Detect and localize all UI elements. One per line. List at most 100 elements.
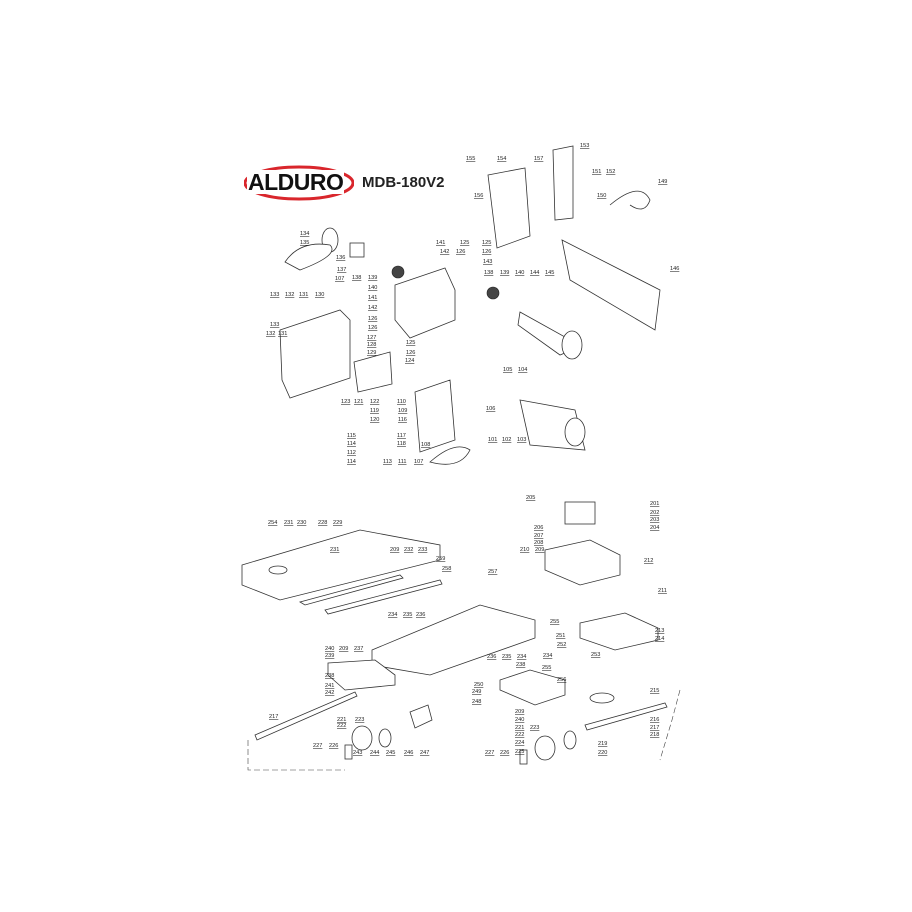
callout-209: 209 <box>535 547 544 553</box>
callout-107: 107 <box>335 276 344 282</box>
callout-246: 246 <box>404 750 413 756</box>
chip-guard <box>561 239 661 331</box>
callout-144: 144 <box>530 270 539 276</box>
callout-207: 207 <box>534 533 543 539</box>
callout-118: 118 <box>397 441 406 447</box>
callout-129: 129 <box>367 350 376 356</box>
logo-swoosh <box>243 165 355 201</box>
callout-101: 101 <box>488 437 497 443</box>
motor-end <box>564 417 586 447</box>
callout-209: 209 <box>390 547 399 553</box>
handle-right <box>519 749 528 765</box>
callout-203: 203 <box>650 517 659 523</box>
callout-126: 126 <box>368 316 377 322</box>
callout-236: 236 <box>487 654 496 660</box>
callout-127: 127 <box>367 335 376 341</box>
callout-223: 223 <box>530 725 539 731</box>
callout-126: 126 <box>406 350 415 356</box>
handle-left <box>344 744 353 760</box>
callout-221: 221 <box>337 717 346 723</box>
callout-109: 109 <box>398 408 407 414</box>
callout-257: 257 <box>488 569 497 575</box>
callout-238: 238 <box>516 662 525 668</box>
callout-250: 250 <box>474 682 483 688</box>
callout-219: 219 <box>598 741 607 747</box>
callout-209: 209 <box>339 646 348 652</box>
tool-post <box>564 501 596 525</box>
callout-213: 213 <box>655 628 664 634</box>
callout-233: 233 <box>418 547 427 553</box>
callout-125: 125 <box>460 240 469 246</box>
callout-204: 204 <box>650 525 659 531</box>
callout-238: 238 <box>325 673 334 679</box>
callout-139: 139 <box>368 275 377 281</box>
callout-132: 132 <box>266 331 275 337</box>
bearing <box>391 265 405 279</box>
callout-120: 120 <box>370 417 379 423</box>
callout-142: 142 <box>368 305 377 311</box>
brand-name: ALDURO <box>247 169 345 195</box>
dial-215 <box>589 692 615 704</box>
belt-bottom <box>429 446 471 465</box>
callout-102: 102 <box>502 437 511 443</box>
handwheel-left <box>351 725 373 751</box>
brand-logo: ALDURO <box>243 165 355 201</box>
callout-133: 133 <box>270 322 279 328</box>
callout-126: 126 <box>456 249 465 255</box>
callout-210: 210 <box>520 547 529 553</box>
callout-242: 242 <box>325 690 334 696</box>
callout-222: 222 <box>337 723 346 729</box>
handwheel-right <box>534 735 556 761</box>
table-hole <box>268 565 288 575</box>
callout-229: 229 <box>333 520 342 526</box>
callout-143: 143 <box>483 259 492 265</box>
callout-108: 108 <box>421 442 430 448</box>
callout-218: 218 <box>650 732 659 738</box>
callout-106: 106 <box>486 406 495 412</box>
callout-137: 137 <box>337 267 346 273</box>
callout-212: 212 <box>644 558 653 564</box>
callout-240: 240 <box>325 646 334 652</box>
callout-142: 142 <box>440 249 449 255</box>
model-title: MDB-180V2 <box>362 174 445 191</box>
dash-line-left <box>247 740 345 771</box>
callout-125: 125 <box>482 240 491 246</box>
callout-215: 215 <box>650 688 659 694</box>
callout-211: 211 <box>658 588 667 594</box>
spacer <box>349 242 365 258</box>
callout-115: 115 <box>347 433 356 439</box>
callout-140: 140 <box>368 285 377 291</box>
callout-209: 209 <box>515 709 524 715</box>
callout-145: 145 <box>545 270 554 276</box>
callout-235: 235 <box>403 612 412 618</box>
callout-141: 141 <box>368 295 377 301</box>
callout-214: 214 <box>655 636 664 642</box>
callout-202: 202 <box>650 510 659 516</box>
callout-256: 256 <box>557 677 566 683</box>
callout-151: 151 <box>592 169 601 175</box>
callout-259: 259 <box>436 556 445 562</box>
callout-126: 126 <box>368 325 377 331</box>
callout-153: 153 <box>580 143 589 149</box>
callout-141: 141 <box>436 240 445 246</box>
callout-132: 132 <box>285 292 294 298</box>
callout-124: 124 <box>405 358 414 364</box>
callout-156: 156 <box>474 193 483 199</box>
callout-247: 247 <box>420 750 429 756</box>
callout-140: 140 <box>515 270 524 276</box>
gear-cover <box>279 309 351 399</box>
callout-119: 119 <box>370 408 379 414</box>
callout-217: 217 <box>269 714 278 720</box>
callout-226: 226 <box>500 750 509 756</box>
callout-155: 155 <box>466 156 475 162</box>
callout-107: 107 <box>414 459 423 465</box>
callout-113: 113 <box>383 459 392 465</box>
part-shapes <box>241 145 681 771</box>
cross-slide-base <box>579 612 659 651</box>
callout-130: 130 <box>315 292 324 298</box>
callout-243: 243 <box>353 750 362 756</box>
callout-157: 157 <box>534 156 543 162</box>
callout-222: 222 <box>515 732 524 738</box>
